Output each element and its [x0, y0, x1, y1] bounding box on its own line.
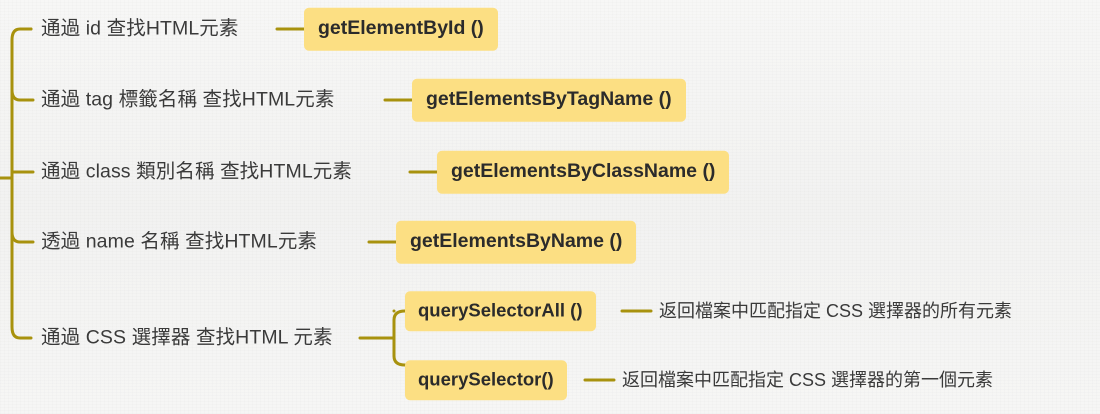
- branch-label-class: 通過 class 類別名稱 查找HTML元素: [41, 160, 352, 183]
- branch-stub-2: [10, 88, 35, 102]
- branch-label-id: 通過 id 查找HTML元素: [41, 17, 239, 40]
- main-spine-lower: [10, 188, 33, 340]
- branch-stub-4: [10, 230, 35, 244]
- description-querySelectorAll: 返回檔案中匹配指定 CSS 選擇器的所有元素: [659, 301, 1013, 321]
- branch-label-name: 透過 name 名稱 查找HTML元素: [41, 230, 318, 253]
- method-badge-querySelectorAll[interactable]: querySelectorAll (): [405, 291, 596, 331]
- branch-label-css-selector: 通過 CSS 選擇器 查找HTML 元素: [41, 326, 333, 349]
- method-badge-getElementsByName[interactable]: getElementsByName (): [396, 220, 637, 264]
- method-badge-querySelector[interactable]: querySelector(): [405, 360, 567, 400]
- main-spine: [10, 27, 33, 169]
- method-badge-getElementsByClassName[interactable]: getElementsByClassName (): [437, 150, 730, 194]
- method-badge-getElementById[interactable]: getElementById (): [304, 7, 498, 51]
- description-querySelector: 返回檔案中匹配指定 CSS 選擇器的第一個元素: [622, 370, 994, 390]
- method-badge-getElementsByTagName[interactable]: getElementsByTagName (): [412, 78, 686, 122]
- branch-label-tag: 通過 tag 標籤名稱 查找HTML元素: [41, 88, 335, 111]
- css-sub-bracket: [392, 309, 407, 367]
